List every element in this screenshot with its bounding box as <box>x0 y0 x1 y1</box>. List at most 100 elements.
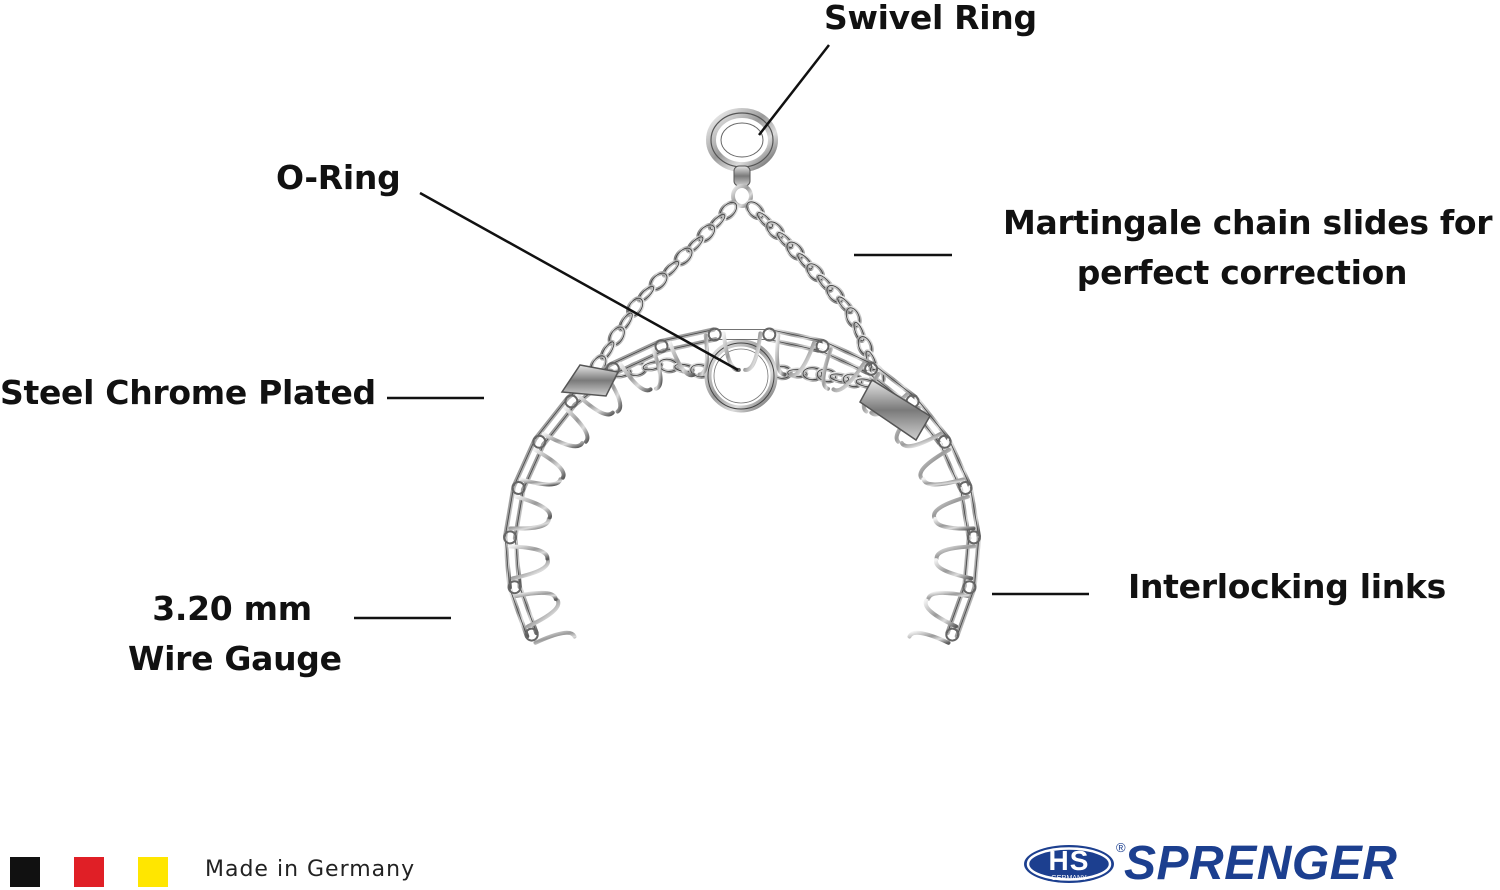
prong-wire <box>788 341 816 378</box>
o-ring-label: O-Ring <box>276 158 401 197</box>
prong-wire <box>533 630 577 645</box>
chain-link-outline <box>797 253 813 270</box>
hs-badge-subtext: GERMANY <box>1051 875 1087 882</box>
prong-wire <box>519 477 563 487</box>
prong-link <box>511 437 563 520</box>
link-joint <box>815 339 830 354</box>
link-joint <box>945 627 960 642</box>
chain-link-outline <box>627 297 644 317</box>
prong-wire <box>668 341 696 378</box>
wire-gauge-label-line2: Wire Gauge <box>128 639 342 678</box>
chain-link <box>648 271 669 292</box>
chain-link-outline <box>601 341 615 360</box>
link-joint <box>958 481 973 495</box>
prong-wire <box>507 544 550 561</box>
prong-wire <box>532 447 566 480</box>
prong-link <box>933 517 982 590</box>
chain-link <box>744 199 766 221</box>
link-joint <box>707 327 722 342</box>
o-ring-leader-line <box>419 191 739 372</box>
link-joint <box>532 434 547 449</box>
chain-link-outline <box>853 321 865 342</box>
link-joint <box>937 434 952 449</box>
prong-wire <box>743 331 763 372</box>
chain-link <box>718 200 739 221</box>
prong-wire <box>932 494 970 520</box>
link-joint <box>511 481 526 495</box>
link-joint <box>507 580 522 595</box>
martingale-label-line1: Martingale chain slides for <box>1003 203 1493 242</box>
chain-link-outline <box>787 369 807 377</box>
chain-link-outline <box>757 212 773 228</box>
chain-link <box>764 219 786 241</box>
chain-link-outline <box>766 221 784 239</box>
prong-link <box>926 558 977 639</box>
chain-link-outline <box>697 224 716 242</box>
prong-link <box>532 396 585 480</box>
prong-wire <box>775 333 787 377</box>
brand-name: SPRENGER <box>1124 837 1398 890</box>
chain-link-outline <box>802 367 822 381</box>
chain-link-outline <box>638 285 655 302</box>
chain-link-outline <box>829 373 850 383</box>
wire-gauge-label-line1: 3.20 mm <box>152 589 312 628</box>
prong-wire <box>618 361 653 393</box>
chain-link-outline <box>816 368 837 382</box>
chain-link-outline <box>746 201 764 219</box>
prong-link <box>743 327 826 377</box>
hs-badge-icon <box>1024 845 1114 883</box>
chain-link-outline <box>642 361 662 371</box>
flag-stripe-red <box>74 857 104 887</box>
link-joint <box>966 530 981 545</box>
prong-wire <box>697 333 709 377</box>
link-joint <box>762 327 777 342</box>
chain-link-outline <box>687 236 704 253</box>
chain-link-outline <box>845 307 861 328</box>
link-joint <box>962 580 977 595</box>
prong-wire <box>508 517 551 531</box>
chain-link-outline <box>619 312 633 331</box>
leader-lines <box>354 44 1089 620</box>
chain-link <box>824 283 846 305</box>
prong-wire <box>563 406 590 444</box>
link-joint <box>564 394 579 409</box>
chain-link-outline <box>709 214 726 230</box>
martingale-chain-left <box>589 200 739 376</box>
chain-link-outline <box>663 260 680 277</box>
prong-wire <box>575 392 615 417</box>
prong-wire <box>907 630 951 645</box>
prong-wire <box>923 598 959 629</box>
chain-link <box>804 261 826 283</box>
prong-wire <box>525 598 561 629</box>
prong-link <box>907 598 960 645</box>
martingale-label: Martingale chain slides for perfect corr… <box>1003 198 1493 298</box>
steel-chrome-label: Steel Chrome Plated <box>0 373 376 412</box>
chain-link-outline <box>826 285 844 303</box>
registered-mark: ® <box>1116 840 1126 855</box>
sprenger-logo: HS GERMANY ® SPRENGER <box>1022 838 1498 890</box>
hs-badge-text: HS <box>1048 845 1090 876</box>
chain-link <box>696 222 717 244</box>
prong-wire <box>514 494 552 520</box>
prong-wire <box>921 477 965 487</box>
chain-link <box>686 234 705 254</box>
wire-gauge-label: 3.20 mm Wire Gauge <box>128 584 342 684</box>
prong-wire <box>510 558 550 581</box>
link-joint <box>864 361 879 376</box>
chain-link-outline <box>786 241 804 260</box>
martingale-label-line2: perfect correction <box>1076 253 1408 292</box>
end-plates <box>560 364 932 442</box>
chain-link-outline <box>857 336 873 356</box>
chain-link-outline <box>777 232 793 248</box>
chain-link-outline <box>837 296 853 313</box>
prong-wire <box>651 347 663 391</box>
o-ring <box>704 339 778 413</box>
martingale-chain-right <box>744 199 886 387</box>
prong-wire <box>514 590 558 601</box>
prong-wire <box>918 447 952 480</box>
prong-wire <box>926 590 970 601</box>
chain-link-outline <box>842 373 863 387</box>
chain-link-outline <box>609 326 625 346</box>
prong-wire <box>831 361 866 393</box>
